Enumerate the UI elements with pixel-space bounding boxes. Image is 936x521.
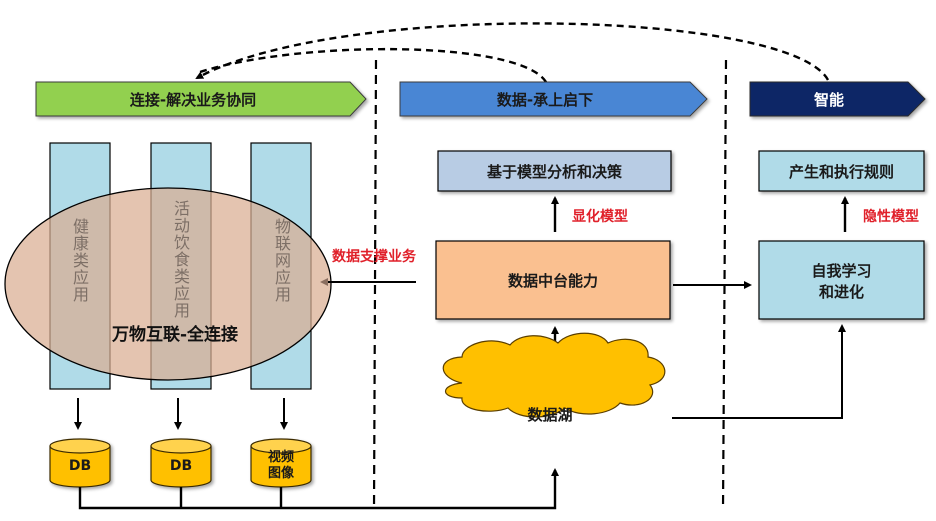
app-label-activity-diet: 活动饮食类应用 — [171, 200, 190, 319]
middle-platform-label: 数据中台能力 — [507, 271, 598, 290]
db-label-2: DB — [169, 458, 193, 474]
db-label-1: DB — [68, 458, 92, 474]
app-label-health: 健康类应用 — [70, 218, 89, 303]
app-label-iot: 物联网应用 — [272, 218, 291, 303]
banner-intelligence-label: 智能 — [813, 90, 844, 109]
explicit-model-label: 显化模型 — [572, 209, 628, 225]
feedback-arc-from-intelligence — [195, 22, 830, 81]
banner-data-label: 数据-承上启下 — [496, 90, 594, 109]
decision-box-label: 基于模型分析和决策 — [486, 162, 622, 181]
separator-left — [372, 59, 378, 511]
data-lake-label: 数据湖 — [527, 405, 573, 424]
data-support-label: 数据支撑业务 — [332, 249, 416, 265]
decision-box-shape — [437, 150, 672, 192]
learning-box-line2: 和进化 — [818, 282, 864, 301]
ellipse-label: 万物互联-全连接 — [111, 324, 239, 345]
lake-to-learning-line — [672, 324, 846, 419]
banner-connect-label: 连接-解决业务协同 — [129, 90, 257, 109]
db-cylinder-1 — [49, 438, 111, 488]
learning-box-line1: 自我学习 — [811, 261, 872, 280]
db-bus-line — [78, 468, 559, 510]
rules-box-label: 产生和执行规则 — [788, 162, 894, 181]
banner-connect-shape — [35, 81, 367, 117]
data-lake-cloud — [442, 332, 666, 418]
implicit-model-label: 隐性模型 — [863, 209, 919, 225]
db-cylinder-3 — [250, 438, 312, 488]
banner-intelligence-shape — [749, 81, 926, 117]
db-cylinder-2 — [150, 438, 212, 488]
feedback-arc-from-data — [199, 47, 548, 83]
banner-data-shape — [399, 81, 708, 117]
middle-platform-box-shape — [435, 240, 671, 320]
rules-box-shape — [758, 150, 925, 192]
full-connection-ellipse — [4, 187, 332, 381]
learning-box-shape — [758, 240, 925, 320]
db-label-video-image: 视频 图像 — [267, 450, 294, 481]
